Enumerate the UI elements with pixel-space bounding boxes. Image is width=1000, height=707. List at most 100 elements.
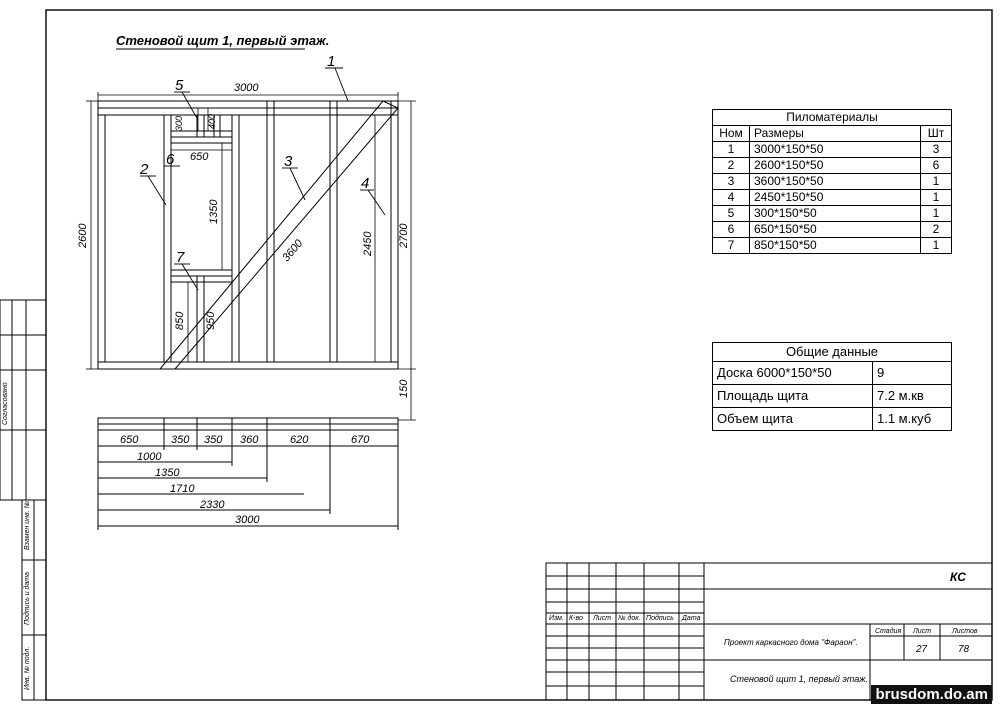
lumber-cell-qty: 3 — [920, 141, 952, 158]
lumber-cell-num: 3 — [712, 173, 750, 190]
plan-seg-2: 350 — [171, 434, 190, 446]
plan-cum-4: 2330 — [199, 499, 225, 511]
plan-labels: 650 350 350 360 620 670 1000 1350 1710 2… — [120, 434, 370, 526]
lumber-cell-num: 4 — [712, 189, 750, 206]
lumber-cell-num: 6 — [712, 221, 750, 238]
tb-col-kvo: К-во — [569, 615, 583, 622]
dim-top-width: 3000 — [234, 82, 259, 94]
callout-numbers: 1 2 3 4 5 6 7 — [139, 53, 369, 266]
callout-7: 7 — [176, 249, 185, 266]
lumber-cell-size: 3000*150*50 — [749, 141, 921, 158]
lumber-cell-qty: 1 — [920, 189, 952, 206]
plan-cum-5: 3000 — [235, 514, 260, 526]
lumber-cell-qty: 6 — [920, 157, 952, 174]
dim-height-1350: 1350 — [208, 199, 220, 224]
lumber-cell-qty: 1 — [920, 237, 952, 254]
lumber-cell-num: 2 — [712, 157, 750, 174]
dimension-labels: 3000 2600 2700 3600 2450 400 300 650 135… — [77, 82, 410, 398]
callout-leaders — [140, 67, 386, 291]
lumber-cell-size: 850*150*50 — [749, 237, 921, 254]
stamp-sign-date: Подпись и дата — [24, 572, 31, 625]
general-row-value: 9 — [872, 361, 952, 385]
lumber-cell-size: 650*150*50 — [749, 221, 921, 238]
general-row-label: Площадь щита — [712, 384, 873, 408]
title-block — [545, 562, 993, 701]
tb-sheet-title: Стеновой щит 1, первый этаж. — [730, 674, 868, 684]
stamp-replaces: Взамен инв. № — [24, 500, 31, 550]
tb-col-sign: Подпись — [646, 614, 674, 622]
plan-seg-6: 670 — [351, 434, 370, 446]
tb-col-doc: № док. — [618, 614, 641, 622]
lumber-cell-size: 2600*150*50 — [749, 157, 921, 174]
dim-plate-150: 150 — [398, 379, 410, 398]
callout-5: 5 — [175, 77, 184, 94]
dim-stud-height: 2450 — [362, 231, 374, 257]
lumber-cell-qty: 1 — [920, 205, 952, 222]
general-row-value: 7.2 м.кв — [872, 384, 952, 408]
side-stamp — [0, 299, 47, 701]
tb-sheets-label: Листов — [951, 628, 978, 635]
lumber-cell-num: 7 — [712, 237, 750, 254]
dimension-lines — [86, 92, 416, 421]
lumber-cell-size: 2450*150*50 — [749, 189, 921, 206]
lumber-cell-size: 300*150*50 — [749, 205, 921, 222]
lumber-cell-size: 3600*150*50 — [749, 173, 921, 190]
plan-cum-3: 1710 — [170, 483, 195, 495]
tb-col-list: Лист — [592, 615, 611, 622]
lumber-header-size: Размеры — [749, 125, 921, 142]
tb-code: КС — [950, 570, 966, 584]
general-row-value: 1.1 м.куб — [872, 407, 952, 431]
dim-height-950: 950 — [205, 311, 217, 330]
tb-stage-label: Стадия — [875, 627, 901, 635]
wall-frame — [97, 100, 399, 370]
lumber-header-num: Ном — [712, 125, 750, 142]
general-row-label: Объем щита — [712, 407, 873, 431]
title-block-text: Изм. К-во Лист № док. Подпись Дата КС Пр… — [549, 570, 978, 684]
lumber-cell-qty: 1 — [920, 173, 952, 190]
tb-sheet-num: 27 — [915, 644, 928, 655]
drawing-title: Стеновой щит 1, первый этаж. — [116, 33, 329, 48]
lumber-cell-qty: 2 — [920, 221, 952, 238]
plan-cum-1: 1000 — [137, 451, 162, 463]
plan-seg-1: 650 — [120, 434, 139, 446]
dim-top-300: 300 — [174, 116, 184, 131]
lumber-title: Пиломатериалы — [712, 109, 952, 126]
dim-top-400: 400 — [207, 114, 217, 129]
plan-seg-5: 620 — [290, 434, 309, 446]
callout-4: 4 — [361, 175, 369, 192]
tb-col-izm: Изм. — [549, 615, 564, 622]
lumber-header-qty: Шт — [920, 125, 952, 142]
tb-sheets-num: 78 — [958, 644, 970, 655]
dim-right-height: 2700 — [398, 223, 410, 249]
watermark: brusdom.do.am — [871, 685, 992, 704]
callout-2: 2 — [139, 161, 149, 178]
plan-cum-2: 1350 — [155, 467, 180, 479]
tb-col-date: Дата — [681, 615, 701, 622]
stamp-agreed: Согласовано — [2, 382, 9, 425]
lumber-cell-num: 5 — [712, 205, 750, 222]
stamp-inv-orig: Инв. № подл. — [24, 646, 31, 690]
dim-width-650: 650 — [190, 151, 209, 163]
plan-view — [97, 417, 399, 530]
tb-sheet-label: Лист — [912, 628, 931, 635]
dim-left-height: 2600 — [77, 223, 89, 249]
dim-height-850: 850 — [174, 311, 186, 330]
plan-seg-3: 350 — [204, 434, 223, 446]
plan-seg-4: 360 — [240, 434, 259, 446]
callout-3: 3 — [284, 153, 293, 170]
tb-project: Проект каркасного дома "Фараон". — [724, 638, 858, 647]
general-row-label: Доска 6000*150*50 — [712, 361, 873, 385]
general-title: Общие данные — [712, 342, 952, 362]
callout-1: 1 — [327, 53, 335, 70]
lumber-cell-num: 1 — [712, 141, 750, 158]
